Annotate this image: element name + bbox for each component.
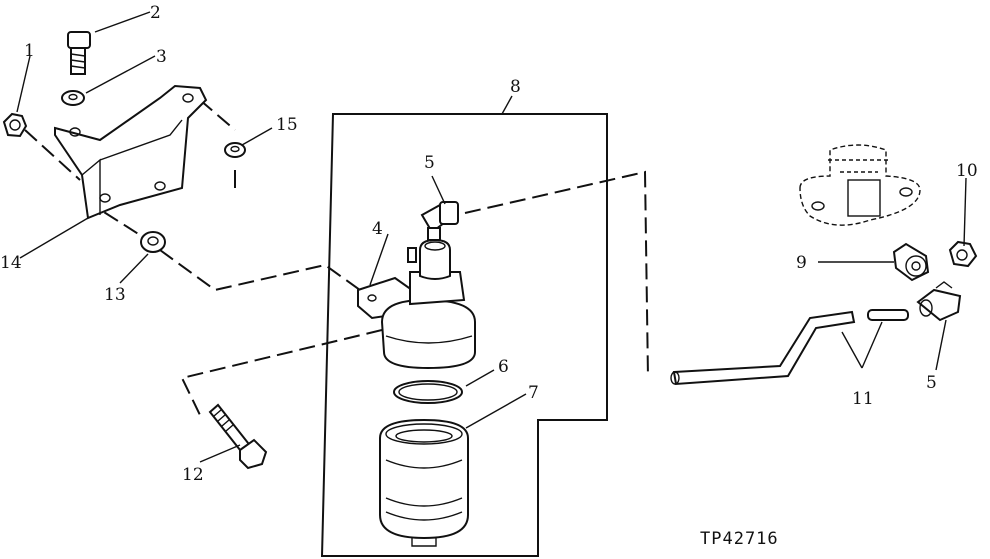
dashline-elbow-to-line: [464, 170, 649, 379]
lock-washer-part-15: [224, 142, 246, 188]
leader-8: [501, 95, 513, 115]
filter-head-part-4: [357, 238, 476, 370]
leader-11: [841, 321, 883, 369]
callout-10: 10: [956, 161, 978, 181]
callout-1: 1: [24, 41, 35, 61]
leader-1: [16, 55, 31, 113]
hex-nut-part-1: [2, 112, 28, 138]
fuel-line-part-11: [670, 309, 909, 386]
leader-12: [199, 444, 241, 463]
mounting-bracket-part-14: [54, 84, 208, 220]
leader-14: [19, 217, 89, 259]
callout-7: 7: [528, 383, 539, 403]
callout-11: 11: [852, 389, 874, 409]
leader-13: [119, 253, 149, 284]
hex-nut-part-10: [948, 240, 978, 268]
leader-2: [94, 11, 151, 33]
plug-fitting-part-9: [892, 242, 930, 282]
leader-10: [963, 177, 967, 247]
washer-part-3: [61, 90, 85, 106]
callout-13: 13: [104, 285, 126, 305]
leader-7: [465, 393, 527, 429]
dashline-washer-to-filter-base: [159, 249, 361, 292]
elbow-fitting-part-5-lower: [916, 281, 962, 322]
callout-5-lower: 5: [926, 373, 937, 393]
bolt-part-12: [208, 403, 268, 470]
filter-element-part-7: [379, 418, 469, 547]
figure-reference-code: TP42716: [700, 529, 779, 549]
callout-12: 12: [182, 465, 204, 485]
filter-assembly-outline: [320, 113, 608, 557]
callout-5-upper: 5: [424, 153, 435, 173]
leader-3: [85, 55, 156, 94]
callout-4: 4: [372, 219, 383, 239]
washer-part-13: [140, 231, 166, 253]
pump-housing-reference: [799, 144, 921, 226]
callout-8: 8: [510, 77, 521, 97]
leader-15: [241, 127, 273, 146]
leader-5-lower: [935, 319, 947, 371]
dashline-base-to-bolt: [180, 329, 383, 416]
dashline-bracket-to-nut15: [199, 99, 236, 131]
leader-6: [465, 369, 495, 387]
leader-4: [369, 233, 389, 286]
callout-6: 6: [498, 357, 509, 377]
cap-screw-part-2: [67, 31, 91, 75]
callout-3: 3: [156, 47, 167, 67]
dashline-nut-to-bracket: [24, 129, 81, 181]
leader-5-upper: [431, 175, 446, 205]
callout-14: 14: [0, 253, 22, 273]
elbow-fitting-part-5-upper: [420, 201, 459, 241]
callout-9: 9: [796, 253, 807, 273]
o-ring-part-6: [393, 380, 463, 404]
callout-2: 2: [150, 3, 161, 23]
callout-15: 15: [276, 115, 298, 135]
